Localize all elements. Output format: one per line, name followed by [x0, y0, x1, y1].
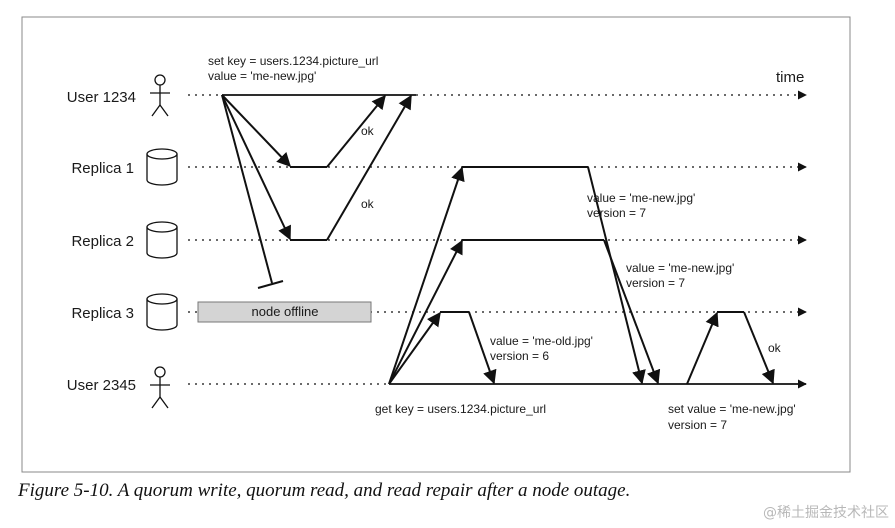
label-replica2: Replica 2 — [71, 233, 134, 250]
write-request-key: set key = users.1234.picture_url — [208, 54, 378, 68]
ack-arrow-replica2 — [326, 94, 412, 241]
read-response-replica2 — [603, 239, 661, 385]
user1234-person-icon — [150, 74, 170, 117]
replica3-read-value: value = 'me-old.jpg' — [490, 334, 593, 348]
write-fail-cross — [257, 280, 284, 289]
replica3-database-icon — [146, 293, 178, 331]
write-arrow-replica1 — [221, 94, 291, 168]
repair-request-value: set value = 'me-new.jpg' — [668, 402, 796, 416]
read-request-replica3 — [388, 311, 441, 385]
replica2-read-value: value = 'me-new.jpg' — [626, 261, 734, 275]
write-request-value: value = 'me-new.jpg' — [208, 69, 316, 83]
replica1-database-icon — [146, 148, 178, 186]
replica2-read-version: version = 7 — [626, 276, 685, 290]
replica1-read-version: version = 7 — [587, 206, 646, 220]
repair-ack-replica3 — [743, 311, 775, 385]
ack-arrow-replica1 — [326, 94, 386, 168]
user2345-person-icon — [150, 366, 170, 409]
read-response-replica1 — [587, 166, 646, 385]
ok-label-repair: ok — [768, 341, 782, 355]
read-request-replica1 — [388, 166, 465, 385]
read-response-replica3 — [468, 311, 497, 385]
ok-label-replica2: ok — [361, 197, 375, 211]
read-request-replica2 — [388, 239, 463, 385]
write-arrows — [221, 94, 412, 289]
repair-request-version: version = 7 — [668, 418, 727, 432]
repair-request-replica3 — [686, 311, 719, 385]
write-arrow-replica2 — [221, 94, 291, 241]
replica2-database-icon — [146, 221, 178, 259]
node-offline-label: node offline — [252, 304, 319, 319]
figure-caption: Figure 5-10. A quorum write, quorum read… — [18, 480, 631, 501]
ok-label-replica1: ok — [361, 124, 375, 138]
watermark: @稀土掘金技术社区 — [763, 505, 889, 521]
read-request-key: get key = users.1234.picture_url — [375, 402, 546, 416]
replica1-read-value: value = 'me-new.jpg' — [587, 191, 695, 205]
label-user2345: User 2345 — [67, 377, 136, 394]
figure-frame — [21, 16, 851, 473]
node-offline-box — [197, 301, 372, 323]
label-user1234: User 1234 — [67, 89, 136, 106]
label-replica3: Replica 3 — [71, 305, 134, 322]
read-arrows — [388, 166, 775, 385]
replica3-read-version: version = 6 — [490, 349, 549, 363]
time-axis-label: time — [776, 69, 804, 86]
label-replica1: Replica 1 — [71, 160, 134, 177]
write-arrow-replica3 — [221, 94, 273, 284]
